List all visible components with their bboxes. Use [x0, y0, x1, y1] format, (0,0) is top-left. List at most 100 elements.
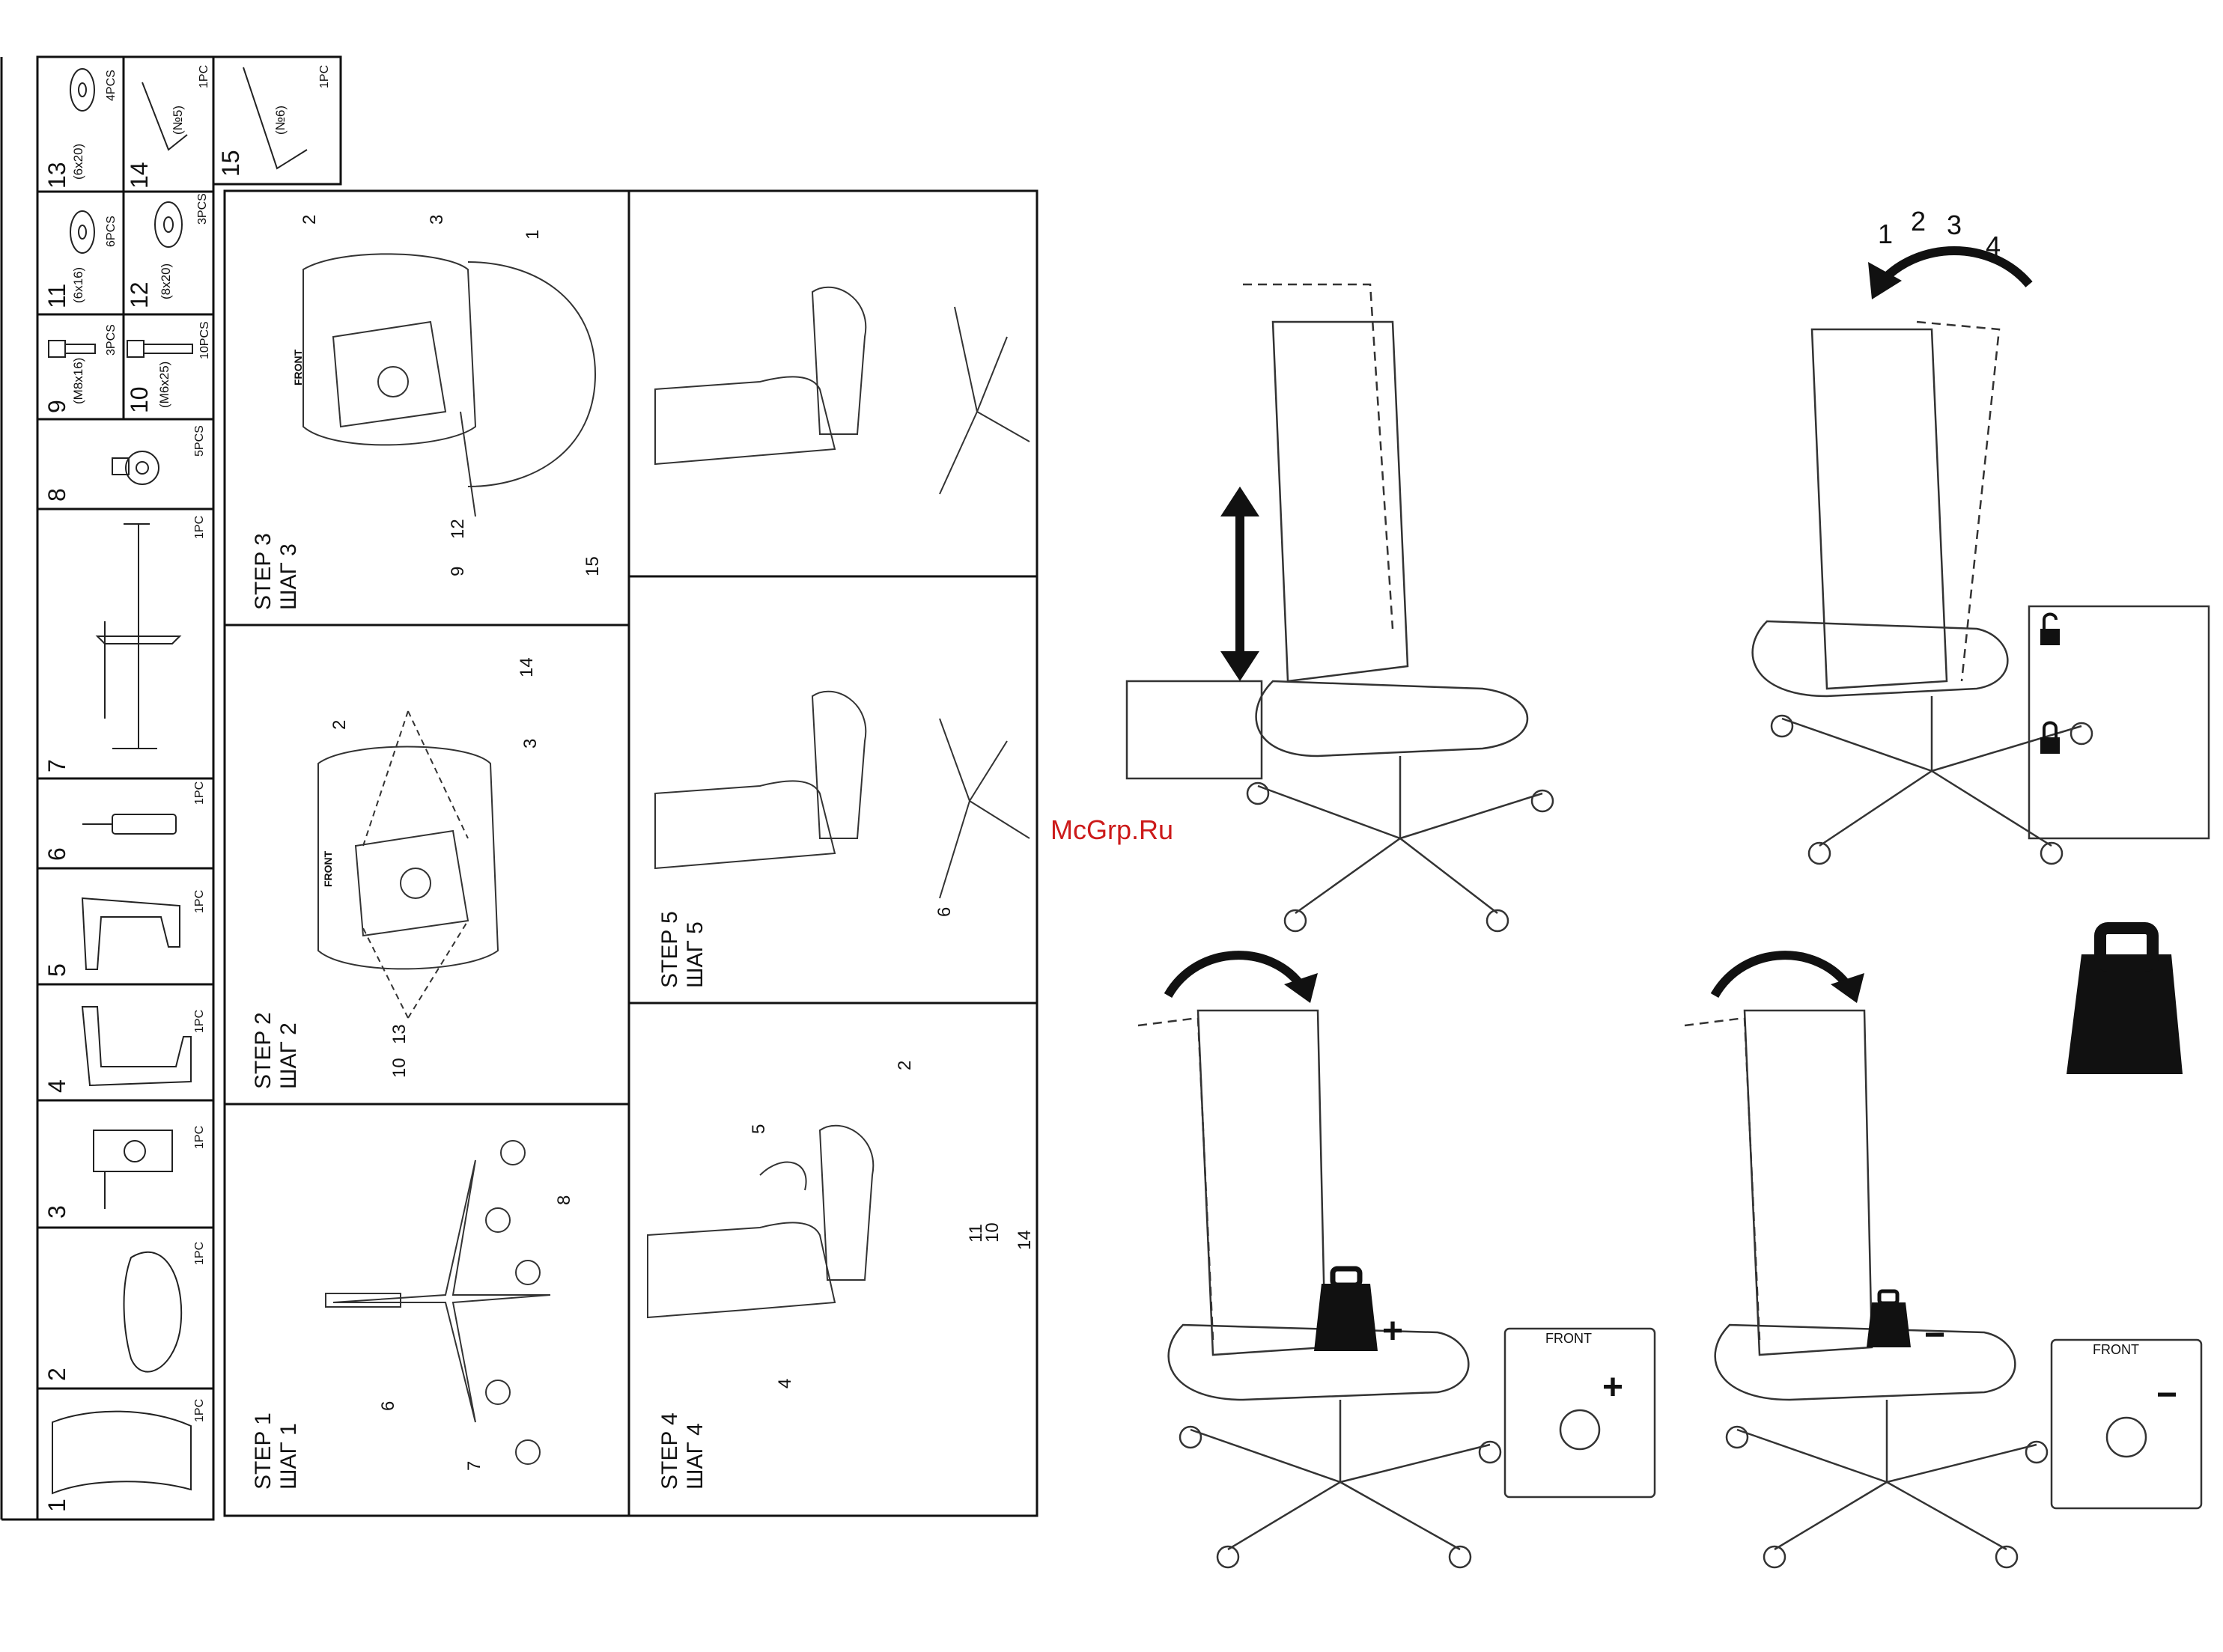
callout: 9	[448, 566, 468, 576]
tilt-position: 2	[1911, 206, 1927, 237]
part-number: 3	[43, 1205, 70, 1219]
callout: 3	[427, 214, 447, 225]
part-qty: 3PCS	[105, 324, 118, 356]
weight-icon	[2067, 922, 2183, 1074]
chair-drawing	[1196, 1009, 1327, 1356]
bolt-icon	[48, 340, 96, 358]
weight-icon	[1867, 1289, 1911, 1347]
tilt-position: 3	[1947, 210, 1962, 240]
callout: 6	[378, 1400, 398, 1411]
height-arrow-icon	[1220, 487, 1259, 681]
tilt-arrow-icon	[1164, 951, 1307, 999]
weight-icon	[1314, 1266, 1378, 1351]
front-label: FRONT	[2093, 1342, 2139, 1357]
part-qty: 3PCS	[196, 193, 209, 225]
part-number: 15	[217, 150, 244, 177]
bolt-icon	[127, 340, 193, 358]
tension-minus: −	[2156, 1375, 2178, 1415]
caster-icon	[112, 451, 159, 485]
part-size: (№6)	[273, 105, 288, 135]
washer-icon	[70, 68, 95, 112]
chair-drawing	[1743, 1009, 1873, 1356]
callout: 10	[389, 1058, 410, 1078]
callout: 6	[934, 906, 955, 917]
part-number: 5	[43, 963, 70, 977]
callout: 2	[299, 214, 320, 225]
part-number: 10	[126, 386, 153, 413]
unlock-icon	[2040, 612, 2060, 645]
step2-backrest-drawing	[317, 746, 499, 970]
callout: 8	[554, 1195, 574, 1205]
callout: 2	[895, 1060, 915, 1070]
assembly-steps-frame	[223, 189, 1038, 1517]
callout: 2	[329, 719, 350, 730]
adjustment-illustrations	[1125, 246, 2210, 1569]
callout: 14	[517, 657, 537, 677]
washer-icon	[154, 201, 183, 248]
washer-icon	[70, 210, 95, 254]
callout: 4	[775, 1378, 795, 1389]
part-number: 13	[43, 162, 70, 189]
part-qty: 1PC	[193, 889, 206, 913]
front-label: FRONT	[292, 349, 304, 385]
gas-lift-icon	[82, 814, 177, 835]
part-number: 2	[43, 1368, 70, 1381]
part-qty: 1PC	[318, 64, 331, 88]
part-qty: 6PCS	[105, 216, 118, 247]
part-qty: 1PC	[193, 1009, 206, 1033]
tension-minus: −	[1924, 1315, 1946, 1355]
parts-list-frame	[0, 55, 342, 1521]
part-size: (8x20)	[159, 263, 173, 299]
part-number: 9	[43, 400, 70, 413]
front-label: FRONT	[322, 850, 334, 887]
callout: 3	[520, 738, 541, 749]
chair-drawing	[1810, 328, 1948, 690]
callout: 12	[448, 519, 468, 539]
armrest-icon	[81, 897, 180, 970]
chair-drawing	[1271, 320, 1409, 683]
part-size: (M6x25)	[157, 361, 171, 408]
tilt-arrow-icon	[1710, 951, 1853, 999]
part-qty: 1PC	[193, 515, 206, 539]
tilt-arrow-icon	[1876, 246, 2033, 287]
step1-base-drawing	[332, 1159, 551, 1423]
chair-side-drawing	[654, 780, 836, 870]
tilt-position: 1	[1878, 219, 1894, 249]
tension-plus: +	[1602, 1368, 1624, 1407]
part-qty: 1PC	[193, 1241, 206, 1265]
base-icon	[95, 523, 182, 749]
part-number: 11	[43, 283, 70, 308]
part-number: 6	[43, 847, 70, 861]
callout: 11	[966, 1224, 986, 1243]
part-qty: 10PCS	[198, 321, 211, 359]
callout: 15	[583, 556, 603, 576]
part-size: (6x20)	[71, 143, 85, 180]
step3-backrest-drawing	[302, 253, 477, 446]
callout: 7	[464, 1460, 484, 1471]
part-qty: 1PC	[193, 781, 206, 805]
part-qty: 5PCS	[193, 425, 206, 457]
part-number: 12	[126, 281, 153, 308]
part-size: (№5)	[171, 105, 185, 135]
callout: 5	[749, 1124, 769, 1134]
hex-key-icon	[243, 67, 308, 170]
part-number: 7	[43, 759, 70, 772]
armrest-icon	[81, 1006, 192, 1087]
callout: 1	[523, 229, 543, 240]
tension-plus: +	[1382, 1311, 1404, 1351]
callout: 13	[389, 1024, 410, 1044]
part-qty: 1PC	[198, 64, 210, 88]
watermark: McGrp.Ru	[1050, 814, 1174, 845]
callout: 14	[1015, 1230, 1035, 1250]
mechanism-icon	[93, 1130, 173, 1209]
part-qty: 1PC	[193, 1398, 206, 1422]
chair-side-drawing	[647, 1222, 836, 1319]
part-size: (6x16)	[71, 266, 85, 303]
part-number: 4	[43, 1079, 70, 1093]
part-qty: 4PCS	[105, 70, 118, 101]
part-number: 14	[126, 162, 153, 189]
